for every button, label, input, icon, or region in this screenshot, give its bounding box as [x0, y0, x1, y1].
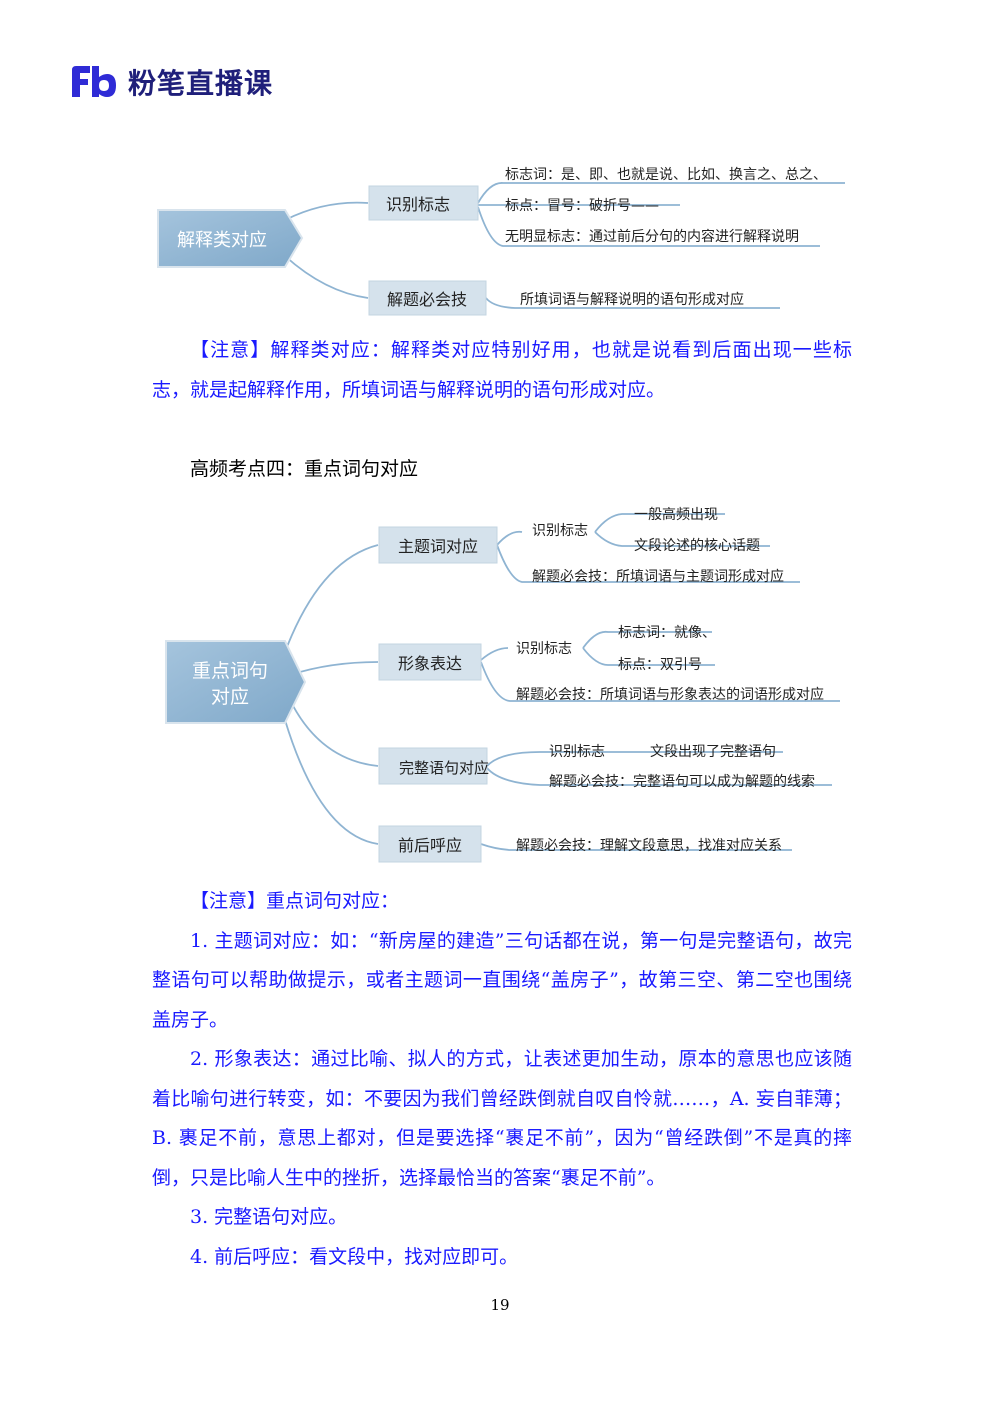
node-complete-sentence-label: 完整语句对应	[399, 759, 489, 777]
node-topic-word	[378, 526, 498, 564]
b2-leaf1: 标志词：就像、	[618, 625, 716, 641]
b2-skill: 解题必会技：所填词语与形象表达的词语形成对应	[516, 686, 824, 703]
leaf-punctuation: 标点：冒号：破折号——	[505, 198, 659, 214]
node-solving-skill-label: 解题必会技	[387, 290, 467, 309]
mindmap-keyword-correspondence: 重点词句 对应 主题词对应 形象表达 完整语句对应 前后呼应 识别标志 一般高频…	[165, 506, 840, 863]
note-keyword: 【注意】重点词句对应： 1. 主题词对应：如：“新房屋的建造”三句话都在说，第一…	[152, 882, 852, 1277]
node-identify-sign	[368, 185, 479, 221]
note-item-3: 3. 完整语句对应。	[190, 1206, 348, 1228]
b1-sub-label: 识别标志	[532, 523, 588, 539]
b1-skill: 解题必会技：所填词语与主题词形成对应	[532, 568, 784, 585]
note-explanation-text: 【注意】解释类对应：解释类对应特别好用，也就是说看到后面出现一些标志，就是起解释…	[152, 339, 852, 401]
b2-leaf2: 标点：双引号	[618, 657, 702, 673]
root-label-line2: 对应	[211, 686, 249, 708]
section-heading: 高频考点四：重点词句对应	[152, 450, 852, 490]
section-heading-text: 高频考点四：重点词句对应	[190, 458, 419, 480]
node-image-expression	[378, 643, 482, 681]
leaf-sign-words: 标志词：是、即、也就是说、比如、换言之、总之、	[505, 166, 827, 183]
b3-sub-label: 识别标志	[549, 744, 605, 760]
node-image-expression-label: 形象表达	[398, 654, 462, 673]
node-complete-sentence	[378, 747, 488, 785]
root-node-explanation	[157, 209, 304, 268]
b2-sub-label: 识别标志	[516, 641, 572, 657]
page-number: 19	[490, 1296, 510, 1314]
node-solving-skill	[368, 280, 487, 316]
mindmap-explanation: 解释类对应 识别标志 解题必会技 标志词：是、即、也就是说、比如、换言之、总之、…	[157, 166, 845, 316]
fb-logo-icon	[72, 66, 116, 97]
note-keyword-title: 【注意】重点词句对应：	[190, 890, 400, 912]
leaf-no-sign: 无明显标志：通过前后分句的内容进行解释说明	[505, 228, 799, 245]
leaf-skill: 所填词语与解释说明的语句形成对应	[520, 291, 744, 308]
note-item-1: 1. 主题词对应：如：“新房屋的建造”三句话都在说，第一句是完整语句，故完整语句…	[152, 929, 852, 1031]
node-topic-word-label: 主题词对应	[398, 537, 478, 556]
note-explanation: 【注意】解释类对应：解释类对应特别好用，也就是说看到后面出现一些标志，就是起解释…	[152, 331, 852, 410]
note-item-4: 4. 前后呼应：看文段中，找对应即可。	[190, 1245, 519, 1268]
root-label-line1: 重点词句	[192, 660, 268, 682]
root-label-explanation: 解释类对应	[177, 230, 267, 251]
node-echo-label: 前后呼应	[398, 836, 462, 855]
b3-skill: 解题必会技：完整语句可以成为解题的线索	[549, 773, 815, 790]
note-item-2: 2. 形象表达：通过比喻、拟人的方式，让表述更加生动，原本的意思也应该随着比喻句…	[152, 1048, 852, 1189]
logo-text: 粉笔直播课	[128, 67, 274, 100]
b4-skill: 解题必会技：理解文段意思，找准对应关系	[516, 837, 782, 854]
b1-leaf1: 一般高频出现	[634, 506, 718, 523]
root-node-keyword	[165, 640, 307, 724]
node-echo	[378, 825, 482, 863]
b1-leaf2: 文段论述的核心话题	[634, 538, 760, 554]
header-logo: 粉笔直播课	[70, 62, 273, 102]
b3-leaf1: 文段出现了完整语句	[650, 744, 776, 760]
node-identify-sign-label: 识别标志	[386, 195, 450, 214]
